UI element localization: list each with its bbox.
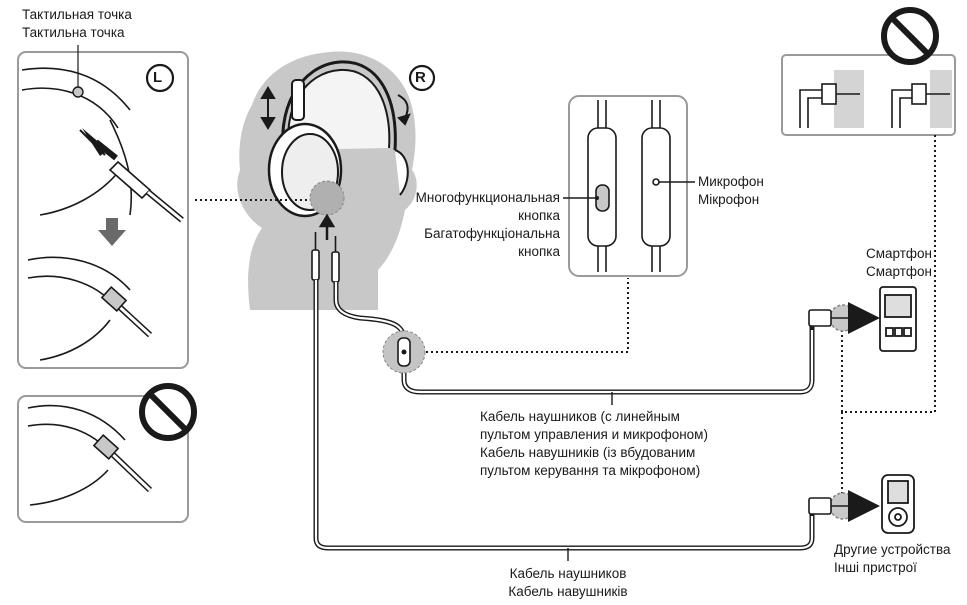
cable-plain-ru: Кабель наушников <box>509 566 627 581</box>
right-mark-circle <box>408 64 436 92</box>
other-devices-label: Другие устройства Інші пристрої <box>834 541 951 577</box>
player-plug <box>808 492 857 520</box>
multifunction-button-ru-2: кнопка <box>518 208 560 223</box>
microphone-uk: Мікрофон <box>698 192 760 207</box>
arrow-down-icon <box>98 218 126 246</box>
multifunction-button-ru: Многофункциональная <box>415 190 560 205</box>
cable-remote-ru-2: пультом управления и микрофоном) <box>480 427 708 442</box>
wrong-plugs <box>799 83 950 128</box>
smartphone-icon <box>879 286 917 352</box>
earcup-wrong <box>27 404 153 506</box>
jack-highlight <box>309 180 345 216</box>
tactile-point-uk: Тактильна точка <box>22 25 125 40</box>
microphone-ru: Микрофон <box>698 174 764 189</box>
media-player-icon <box>881 474 915 534</box>
cable-plain-uk: Кабель навушників <box>508 584 628 599</box>
dotted-connector-remote <box>426 278 629 353</box>
multifunction-button-uk: Багатофункціональна <box>424 226 560 241</box>
plug-pair <box>311 232 340 283</box>
earcup-bottom <box>27 256 153 361</box>
microphone-label: Микрофон Мікрофон <box>698 173 764 209</box>
wrong-plug-panel <box>781 54 956 136</box>
swivel-arrow-icon <box>397 94 411 126</box>
multifunction-button-uk-2: кнопка <box>518 244 560 259</box>
cable-remote-ru-1: Кабель наушников (с линейным <box>480 409 680 424</box>
smartphone-ru: Смартфон <box>865 246 932 261</box>
right-mark-label: R <box>415 69 426 86</box>
left-mark-circle <box>145 63 175 93</box>
cable-remote-uk-1: Кабель навушників (із вбудованим <box>480 445 696 460</box>
smartphone-label: Смартфон Смартфон <box>840 245 932 281</box>
multifunction-button-label: Многофункциональная кнопка Багатофункціо… <box>392 189 560 261</box>
tactile-point <box>72 86 84 98</box>
prohibited-icon-2 <box>139 383 197 441</box>
cable-plain-label: Кабель наушников Кабель навушників <box>490 565 646 601</box>
other-devices-ru: Другие устройства <box>834 542 951 557</box>
tactile-point-ru: Тактильная точка <box>22 7 132 22</box>
smartphone-uk: Смартфон <box>865 264 932 279</box>
connect-panel <box>17 51 189 369</box>
cable-remote-label: Кабель наушников (с линейным пультом упр… <box>480 408 708 480</box>
prohibited-icon <box>881 7 939 65</box>
adjust-arrow-icon <box>260 86 276 130</box>
other-devices-uk: Інші пристрої <box>834 560 917 575</box>
smartphone-plug <box>808 304 857 332</box>
left-mark-label: L <box>153 69 163 86</box>
tactile-point-label: Тактильная точка Тактильна точка <box>22 6 132 42</box>
cable-remote-uk-2: пультом керування та мікрофоном) <box>480 463 701 478</box>
insert-arrow-icon <box>318 213 336 240</box>
remote-detail <box>587 100 671 272</box>
